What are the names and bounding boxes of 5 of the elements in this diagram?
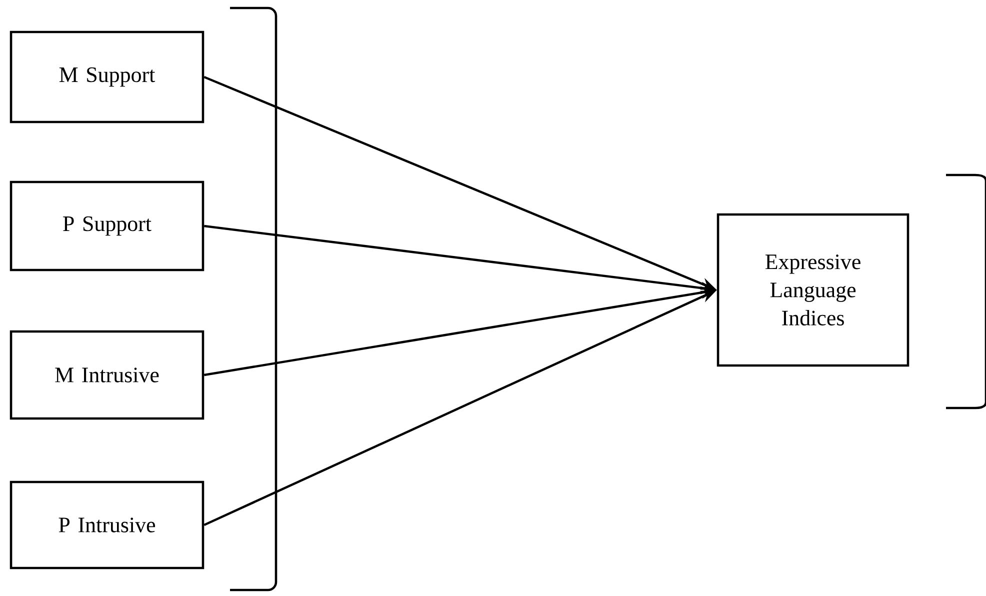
- variable-box: P Support: [10, 180, 204, 272]
- variable-box: M Intrusive: [10, 330, 204, 420]
- variable-box: P Intrusive: [10, 480, 204, 570]
- variable-box: Expressive Language Indices: [716, 213, 910, 367]
- variable-box: M Support: [10, 30, 204, 124]
